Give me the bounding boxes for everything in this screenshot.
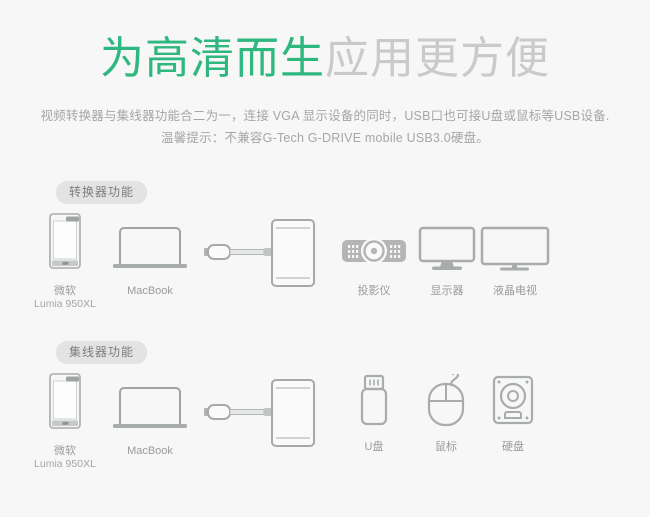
diagram-node-projector: 投影仪 xyxy=(336,232,412,299)
diagram-node-macbook: MacBook xyxy=(104,382,196,459)
subtitle-line-2: 温馨提示：不兼容G-Tech G-DRIVE mobile USB3.0硬盘。 xyxy=(161,131,489,145)
node-label-macbook: MacBook xyxy=(127,285,173,297)
laptop-icon xyxy=(104,222,196,277)
node-label-phone: 微软 xyxy=(54,285,76,297)
page-title-highlight: 为高清而生 xyxy=(100,34,325,83)
laptop-icon xyxy=(104,382,196,437)
node-sublabel-phone: Lumia 950XL xyxy=(34,458,96,470)
diagram-node-hard-disk: 硬盘 xyxy=(480,374,546,455)
usb-flash-drive-icon xyxy=(344,374,404,433)
page-title-secondary: 应用更方便 xyxy=(325,34,550,83)
projector-icon xyxy=(336,232,412,277)
diagram-node-phone: 微软 Lumia 950XL xyxy=(28,372,102,470)
node-sublabel-phone: Lumia 950XL xyxy=(34,298,96,310)
tv-icon xyxy=(478,224,552,277)
diagram-node-monitor: 显示器 xyxy=(412,224,482,299)
diagram-node-usb-drive: U盘 xyxy=(344,374,404,455)
node-label-projector: 投影仪 xyxy=(357,285,391,297)
subtitle-block: 视频转换器与集线器功能合二为一，连接 VGA 显示设备的同时，USB口也可接U盘… xyxy=(0,105,650,149)
node-label-usb-drive: U盘 xyxy=(364,441,384,453)
subtitle-line-1: 视频转换器与集线器功能合二为一，连接 VGA 显示设备的同时，USB口也可接U盘… xyxy=(40,109,610,123)
diagram-node-phone: 微软 Lumia 950XL xyxy=(28,212,102,310)
node-label-mouse: 鼠标 xyxy=(435,441,457,453)
diagram-node-adapter xyxy=(198,212,324,303)
monitor-icon xyxy=(412,224,482,277)
phone-icon xyxy=(28,372,102,437)
diagram-node-mouse: 鼠标 xyxy=(412,371,480,455)
phone-icon xyxy=(28,212,102,277)
page-title: 为高清而生应用更方便 xyxy=(0,32,650,86)
hard-disk-icon xyxy=(480,374,546,433)
section-label-hub: 集线器功能 xyxy=(56,341,148,364)
usb-c-adapter-icon xyxy=(198,212,324,303)
diagram-node-tv: 液晶电视 xyxy=(478,224,552,299)
node-label-monitor: 显示器 xyxy=(430,285,464,297)
hub-diagram-row: 微软 Lumia 950XL MacBook xyxy=(0,366,650,470)
usb-c-adapter-icon xyxy=(198,372,324,463)
mouse-icon xyxy=(412,371,480,433)
diagram-node-macbook: MacBook xyxy=(104,222,196,299)
node-label-phone: 微软 xyxy=(54,445,76,457)
node-label-macbook: MacBook xyxy=(127,445,173,457)
section-label-converter: 转换器功能 xyxy=(56,181,148,204)
node-label-hard-disk: 硬盘 xyxy=(502,441,524,453)
node-label-tv: 液晶电视 xyxy=(493,285,537,297)
diagram-node-adapter xyxy=(198,372,324,463)
converter-diagram-row: 微软 Lumia 950XL MacBook xyxy=(0,206,650,310)
